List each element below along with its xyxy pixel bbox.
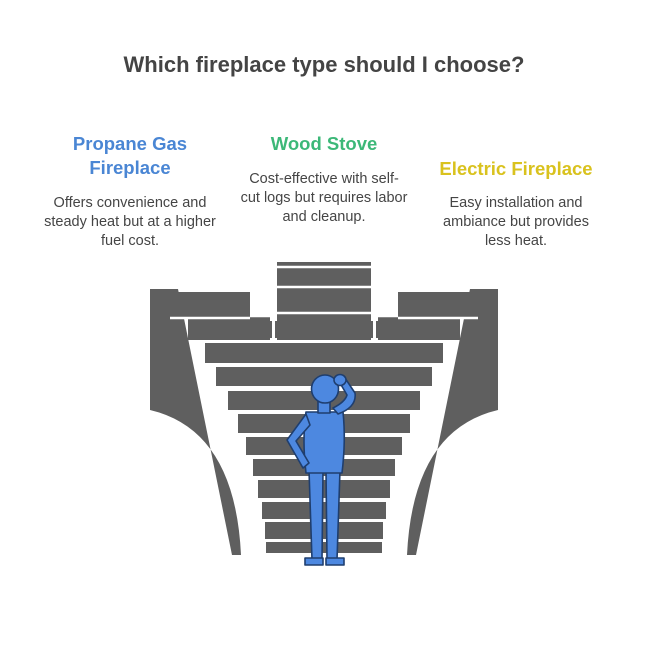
person-hand [333,373,347,387]
staircase-step [262,502,386,519]
person-thinking-icon [286,373,356,566]
diagram-title: Which fireplace type should I choose? [123,52,525,77]
option-propane-title: Propane Gas Fireplace [72,133,188,178]
option-wood-stove-title: Wood Stove [270,133,378,154]
person-left-leg [308,469,324,561]
person-right-foot [325,557,345,566]
option-propane-description: Offers convenience and steady heat but a… [44,195,216,249]
left-funnel-wing [150,289,241,555]
option-wood-stove-description: Cost-effective with self-cut logs but re… [240,171,408,225]
person-left-arm [286,413,311,469]
person-left-foot [304,557,324,566]
staircase-step [258,480,390,498]
person-head [310,374,340,404]
staircase-step [266,542,382,553]
option-electric-description: Easy installation and ambiance but provi… [443,195,589,249]
left-top-block [170,292,270,340]
person-right-leg [325,469,341,561]
staircase-top-blocks [170,262,478,341]
option-electric-title: Electric Fireplace [439,158,593,179]
middle-top-block [277,262,371,340]
person-torso [303,411,346,474]
right-funnel-wing [407,289,498,555]
staircase-step [265,522,383,539]
right-top-block [378,292,478,340]
staircase-step [205,343,443,363]
